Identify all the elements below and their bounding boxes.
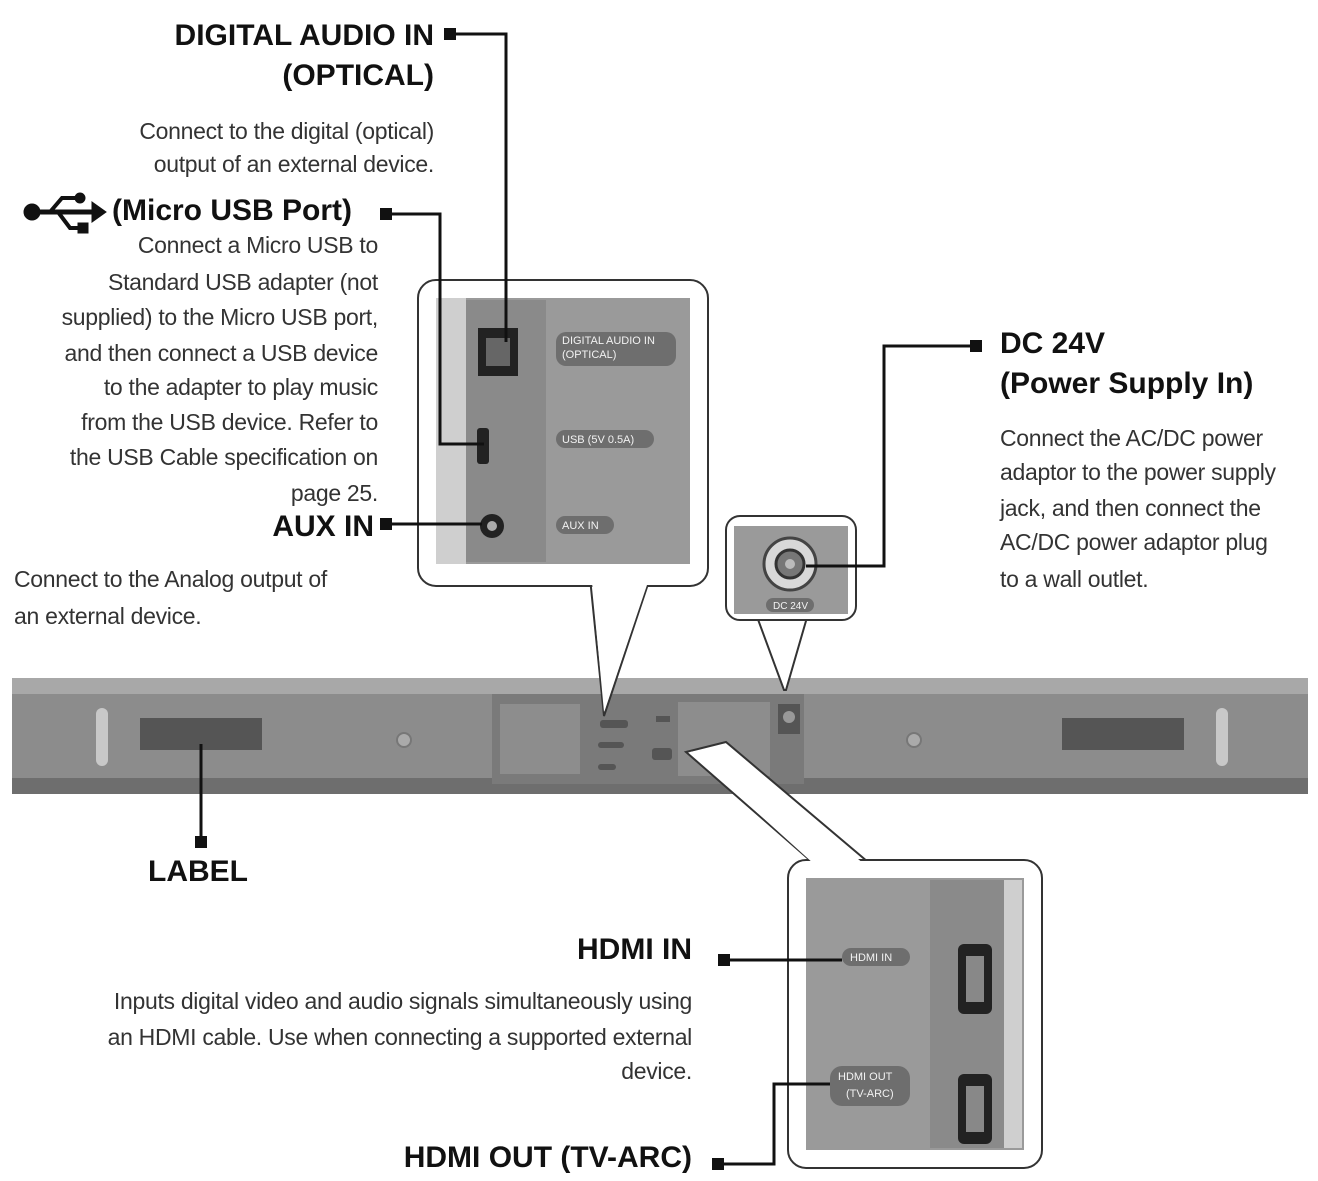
panel-label-optical-sub: (OPTICAL)	[562, 349, 616, 361]
rear-panel-zoom: DIGITAL AUDIO IN (OPTICAL) USB (5V 0.5A)…	[417, 279, 709, 717]
usb-desc-line: to the adapter to play music	[103, 374, 378, 400]
usb-trident-icon	[23, 192, 107, 234]
label-title: LABEL	[148, 855, 248, 888]
leader-lines	[199, 32, 982, 1166]
panel-label-usb: USB (5V 0.5A)	[562, 434, 634, 446]
panel-label-hdmi-in: HDMI IN	[850, 952, 892, 964]
aux-title: AUX IN	[272, 510, 374, 543]
usb-title: (Micro USB Port)	[112, 194, 352, 227]
hdmi-in-desc-line: an HDMI cable. Use when connecting a sup…	[107, 1024, 693, 1050]
dc-title-sub: (Power Supply In)	[1000, 367, 1254, 400]
panel-label-dc: DC 24V	[773, 601, 808, 612]
optical-title: DIGITAL AUDIO IN	[174, 19, 434, 52]
usb-desc-line: Connect a Micro USB to	[137, 232, 378, 258]
dc-desc-line: AC/DC power adaptor plug	[1000, 529, 1268, 555]
usb-desc-line: Standard USB adapter (not	[108, 269, 378, 295]
hdmi-in-desc-line: Inputs digital video and audio signals s…	[113, 988, 692, 1014]
hdmi-in-desc-line: device.	[621, 1058, 692, 1084]
micro-usb-port	[477, 428, 489, 464]
usb-desc-line: page 25.	[290, 480, 378, 506]
usb-desc-line: and then connect a USB device	[64, 340, 378, 366]
leader-terminals	[195, 28, 982, 1170]
panel-label-aux: AUX IN	[562, 520, 599, 532]
optical-desc-line: output of an external device.	[153, 151, 435, 177]
dc-panel-zoom: DC 24V	[725, 515, 857, 691]
panel-label-hdmi-out-sub: (TV-ARC)	[846, 1088, 894, 1100]
aux-desc-line: an external device.	[14, 603, 202, 629]
optical-title-sub: (OPTICAL)	[282, 59, 434, 92]
panel-label-hdmi-out: HDMI OUT	[838, 1071, 893, 1083]
dc-desc-line: to a wall outlet.	[1000, 566, 1149, 592]
usb-desc-line: from the USB device. Refer to	[81, 409, 378, 435]
aux-desc-line: Connect to the Analog output of	[14, 566, 327, 592]
dc-title: DC 24V	[1000, 327, 1106, 360]
optical-desc-line: Connect to the digital (optical)	[139, 118, 434, 144]
soundbar	[12, 678, 1308, 794]
hdmi-out-title: HDMI OUT (TV-ARC)	[403, 1141, 692, 1174]
dc-desc-line: jack, and then connect the	[1000, 495, 1261, 521]
dc-desc-line: Connect the AC/DC power	[1000, 425, 1263, 451]
panel-label-optical: DIGITAL AUDIO IN	[562, 335, 655, 347]
dc-desc-line: adaptor to the power supply	[1000, 459, 1276, 485]
usb-desc-line: supplied) to the Micro USB port,	[61, 304, 379, 330]
hdmi-in-title: HDMI IN	[577, 933, 692, 966]
hdmi-panel-zoom: HDMI IN HDMI OUT (TV-ARC)	[683, 740, 1043, 1169]
usb-desc-line: the USB Cable specification on	[69, 444, 378, 470]
